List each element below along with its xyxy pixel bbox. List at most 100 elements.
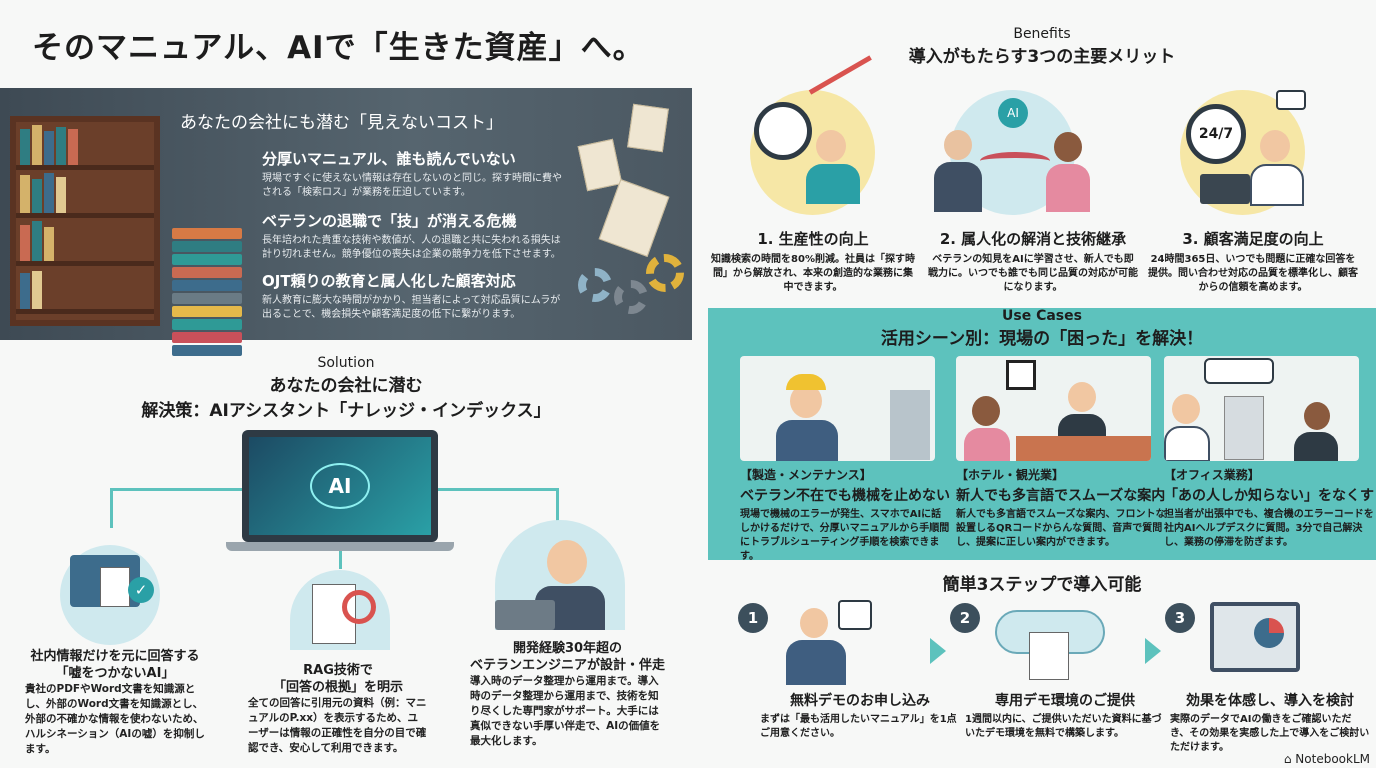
usecases-heading: 活用シーン別：現場の「困った」を解決！: [880, 329, 1204, 349]
usecase-title: 新人でも多言語でスムーズな案内: [956, 488, 1166, 504]
step-number: 2: [950, 603, 980, 633]
benefit-title: 2. 属人化の解消と技術継承: [939, 230, 1127, 248]
person-body: [786, 640, 846, 685]
step-title: 専用デモ環境のご提供: [995, 693, 1135, 709]
problem-title: 分厚いマニュアル、誰も読んでいない: [262, 150, 516, 168]
solution-column-title: ベテランエンジニアが設計・伴走: [470, 658, 666, 673]
knowledge-transfer-illustration: AI: [934, 90, 1090, 215]
person-head: [1068, 382, 1096, 412]
chat-bubble-icon: [1204, 358, 1274, 384]
clock-icon: [754, 102, 812, 160]
magnifier-document-icon: [290, 570, 390, 650]
solution-column-text: 全ての回答に引用元の資料（例：マニュアルのP.xx）を表示するため、ユーザーは情…: [248, 697, 427, 754]
paper-icon: [627, 103, 669, 153]
solution-column-text: 導入時のデータ整理から運用まで。導入時のデータ整理から運用まで、技術を知り尽くし…: [470, 675, 661, 747]
person-head: [972, 396, 1000, 426]
step-title: 無料デモのお申し込み: [790, 693, 930, 709]
usecase-title: 「あの人しか知らない」をなくす: [1164, 488, 1374, 504]
connector-line: [438, 488, 558, 491]
usecase-tag: 【オフィス業務】: [1164, 468, 1260, 482]
problem-heading: あなたの会社にも潜む「見えないコスト」: [180, 113, 503, 133]
notebooklm-icon: ⌂: [1283, 752, 1296, 766]
usecase-tag: 【ホテル・観光業】: [956, 468, 1065, 482]
solution-column-title: 「回答の根拠」を明示: [272, 680, 403, 695]
person-body: [934, 162, 982, 212]
person-body: [776, 420, 838, 461]
problem-panel: あなたの会社にも潜む「見えないコスト」 分厚いマニュアル、誰も読んでいない現場で…: [0, 88, 692, 356]
solution-column: 社内情報だけを元に回答する 「嘘をつかないAI」 貴社のPDFやWord文書を知…: [25, 648, 205, 757]
bookshelf-illustration: [10, 116, 160, 326]
benefit-title: 1. 生産性の向上: [757, 230, 869, 248]
step-text: まずは「最も活用したいマニュアル」を1点ご用意ください。: [760, 714, 957, 739]
person-head: [1172, 394, 1200, 424]
gear-icon: [646, 254, 684, 292]
usecases-label: Use Cases: [1002, 308, 1082, 324]
laptop-illustration: AI: [242, 430, 438, 542]
watermark-text: NotebookLM: [1295, 752, 1370, 766]
solution-column-title: RAG技術で: [303, 663, 373, 678]
laptop-shape: [1200, 174, 1250, 204]
connector-line: [339, 551, 342, 569]
solution-column-title: 開発経験30年超の: [512, 641, 623, 656]
usecase-card: 【製造・メンテナンス】ベテラン不在でも機械を止めない現場で機械のエラーが発生、ス…: [740, 466, 950, 564]
laptop-base: [226, 542, 454, 551]
document-icon: [1029, 632, 1069, 680]
person-head: [1260, 130, 1290, 162]
problem-item: ベテランの退職で「技」が消える危機長年培われた貴重な技術や数値が、人の退職と共に…: [262, 210, 562, 262]
usecase-tag: 【製造・メンテナンス】: [740, 468, 872, 482]
problem-text: 長年培われた貴重な技術や数値が、人の退職と共に失われる損失は計り切れません。競争…: [262, 235, 561, 260]
benefit-text: 知識検索の時間を80%削減。社員は「探す時間」から解放され、本来の創造的な業務に…: [711, 254, 915, 293]
step-text: 1週間以内に、ご提供いただいた資料に基づいたデモ環境を無料で構築します。: [965, 714, 1162, 739]
usecase-title: ベテラン不在でも機械を止めない: [740, 488, 950, 504]
solution-column-text: 貴社のPDFやWord文書を知識源とし、外部のWord文書を知識源とし、外部の不…: [25, 683, 205, 755]
machine-shape: [890, 390, 930, 460]
check-icon: ✓: [128, 577, 154, 603]
connector-line: [110, 488, 113, 528]
steps-heading: 簡単3ステップで導入可能: [942, 575, 1142, 595]
document-shape: [100, 567, 130, 607]
problem-item: OJT頼りの教育と属人化した顧客対応新人教育に膨大な時間がかかり、担当者によって…: [262, 270, 562, 322]
usecase-text: 担当者が出張中でも、複合機のエラーコードを社内AIヘルプデスクに質問。3分で自己…: [1164, 509, 1374, 548]
benefit-card: 2. 属人化の解消と技術継承ベテランの知見をAIに学習させ、新人でも即戦力に。い…: [928, 228, 1138, 295]
notebooklm-watermark: ⌂ NotebookLM: [1284, 752, 1370, 766]
benefit-title: 3. 顧客満足度の向上: [1182, 230, 1324, 248]
pie-chart-icon: [1254, 618, 1284, 648]
veteran-engineer-illustration: [495, 520, 625, 630]
document-check-icon: ✓: [60, 545, 160, 645]
connector-line: [110, 488, 242, 491]
usecase-card: 【オフィス業務】「あの人しか知らない」をなくす担当者が出張中でも、複合機のエラー…: [1164, 466, 1374, 550]
qr-code-icon: [1006, 360, 1036, 390]
hotel-illustration: [956, 356, 1151, 461]
book-stack-illustration: [172, 228, 242, 358]
solution-column: 開発経験30年超の ベテランエンジニアが設計・伴走 導入時のデータ整理から運用ま…: [470, 640, 665, 749]
problem-text: 現場ですぐに使えない情報は存在しないのと同じ。探す時間に費やされる「検索ロス」が…: [262, 173, 562, 198]
arrow-right-icon: [930, 638, 946, 664]
person-body: [1250, 164, 1304, 206]
step-card: 無料デモのお申し込みまずは「最も活用したいマニュアル」を1点ご用意ください。: [760, 690, 960, 741]
productivity-illustration: [750, 55, 875, 215]
benefits-header: Benefits 導入がもたらす3つの主要メリット: [708, 26, 1376, 67]
usecases-header: Use Cases 活用シーン別：現場の「困った」を解決！: [708, 308, 1376, 349]
step-card: 効果を体感し、導入を検討実際のデータでAIの働きをご確認いただき、その効果を実感…: [1170, 690, 1370, 755]
office-illustration: [1164, 356, 1359, 461]
step-card: 専用デモ環境のご提供 1週間以内に、ご提供いただいた資料に基づいたデモ環境を無料で…: [965, 690, 1165, 741]
chat-bubble-icon: [1276, 90, 1306, 110]
person-head: [547, 540, 587, 584]
solution-column: RAG技術で 「回答の根拠」を明示 全ての回答に引用元の資料（例：マニュアルのP…: [248, 662, 428, 756]
paper-icon: [577, 138, 623, 192]
step-title: 効果を体感し、導入を検討: [1186, 693, 1354, 709]
clock-247-icon: 24/7: [1186, 104, 1246, 164]
helmet-icon: [786, 374, 826, 390]
laptop-shape: [495, 600, 555, 630]
solution-heading: 解決策：AIアシスタント「ナレッジ・インデックス」: [141, 401, 551, 421]
page-title: そのマニュアル、AIで「生きた資産」へ。: [32, 30, 645, 66]
person-body: [1294, 432, 1338, 461]
benefits-heading: 導入がもたらす3つの主要メリット: [908, 47, 1176, 67]
connector-line: [556, 488, 559, 528]
person-head: [816, 130, 846, 162]
person-head: [944, 130, 972, 160]
person-body: [806, 164, 860, 204]
person-body: [1046, 164, 1090, 212]
solution-header: Solution あなたの会社に潜む 解決策：AIアシスタント「ナレッジ・インデ…: [0, 355, 692, 421]
usecase-text: 新人でも多言語でスムーズな案内、フロントな設置しるQRコードからんな質問、音声で…: [956, 509, 1166, 548]
